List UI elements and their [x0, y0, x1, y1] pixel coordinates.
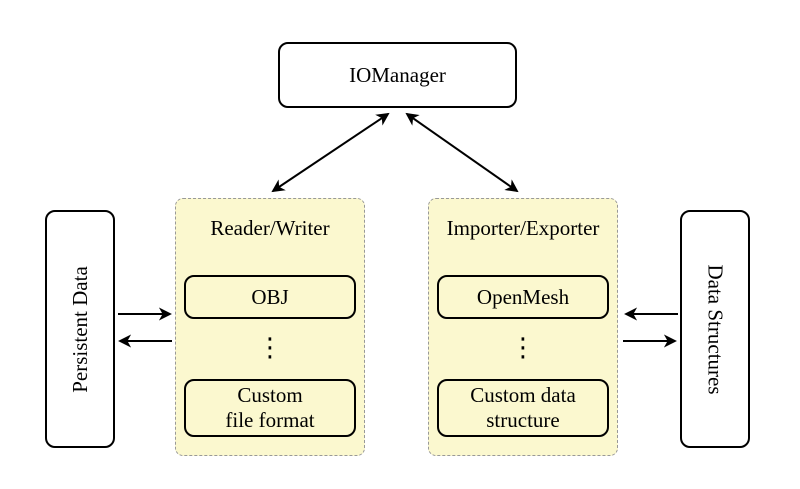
- node-openmesh-label: OpenMesh: [476, 284, 570, 309]
- node-iomanager: IOManager: [278, 42, 517, 108]
- node-persistent-data-label: Persistent Data: [67, 265, 92, 393]
- group-importer-exporter: Importer/Exporter OpenMesh ⋮ Custom data…: [428, 198, 618, 456]
- node-data-structures: Data Structures: [680, 210, 750, 448]
- arrow-iomanager-importer-exporter: [405, 112, 519, 193]
- node-data-structures-label: Data Structures: [703, 263, 728, 395]
- group-reader-writer-title: Reader/Writer: [210, 216, 330, 240]
- node-iomanager-label: IOManager: [349, 62, 446, 87]
- node-custom-data-structure-line1: Custom data: [470, 383, 576, 407]
- node-custom-file-format-line1: Custom: [237, 383, 303, 407]
- vertical-dots-icon: ⋮: [510, 333, 536, 363]
- node-obj-label: OBJ: [251, 284, 289, 309]
- node-custom-data-structure: Custom data structure: [437, 379, 609, 437]
- node-openmesh: OpenMesh: [437, 275, 609, 319]
- node-persistent-data: Persistent Data: [45, 210, 115, 448]
- node-custom-file-format-line2: file format: [225, 408, 315, 432]
- vertical-dots-icon: ⋮: [257, 333, 283, 363]
- node-obj: OBJ: [184, 275, 356, 319]
- arrow-iomanager-reader-writer: [271, 112, 390, 193]
- node-custom-data-structure-line2: structure: [486, 408, 560, 432]
- node-custom-file-format: Custom file format: [184, 379, 356, 437]
- group-reader-writer: Reader/Writer OBJ ⋮ Custom file format: [175, 198, 365, 456]
- group-importer-exporter-title: Importer/Exporter: [446, 216, 600, 240]
